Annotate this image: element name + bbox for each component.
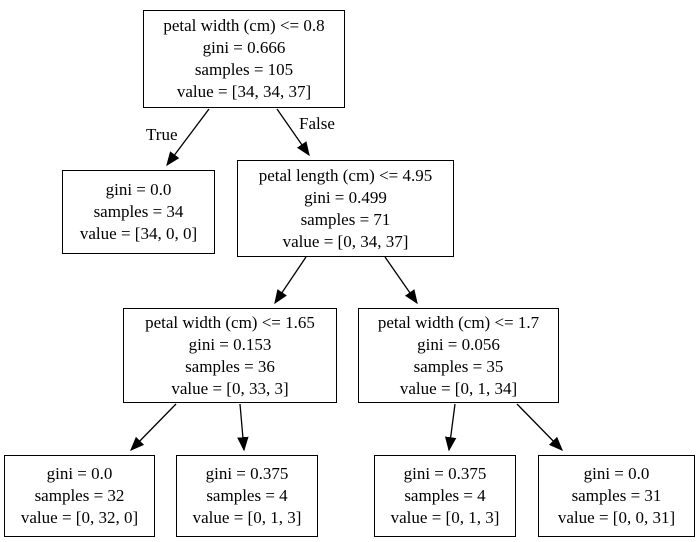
node-condition: petal width (cm) <= 0.8	[163, 16, 325, 35]
node-samples: samples = 34	[93, 202, 184, 221]
node-samples: samples = 4	[206, 486, 288, 505]
node-value: value = [0, 34, 37]	[282, 231, 409, 251]
tree-node-mid-right-split: petal width (cm) <= 1.7 gini = 0.056 sam…	[358, 308, 559, 403]
edge-right-split-to-mid-left	[274, 256, 307, 305]
node-condition: petal width (cm) <= 1.7	[377, 312, 540, 332]
node-gini: gini = 0.056	[417, 334, 500, 354]
node-value: value = [0, 1, 34]	[399, 378, 518, 398]
node-gini: gini = 0.0	[46, 464, 113, 483]
edge-root-to-right-split	[276, 108, 310, 157]
node-gini: gini = 0.499	[304, 187, 387, 207]
tree-node-leaf-0: gini = 0.0 samples = 32 value = [0, 32, …	[4, 455, 155, 537]
node-samples: samples = 105	[194, 60, 294, 79]
node-gini: gini = 0.153	[188, 334, 272, 354]
edge-mid-right-to-leaf-3	[516, 403, 563, 452]
node-condition: petal width (cm) <= 1.65	[145, 312, 315, 332]
node-samples: samples = 71	[300, 209, 391, 229]
tree-node-leaf-2: gini = 0.375 samples = 4 value = [0, 1, …	[374, 455, 516, 537]
edge-root-to-left-leaf	[166, 108, 210, 167]
tree-node-leaf-1: gini = 0.375 samples = 4 value = [0, 1, …	[176, 455, 318, 537]
node-gini: gini = 0.375	[205, 464, 289, 483]
tree-node-leaf-3: gini = 0.0 samples = 31 value = [0, 0, 3…	[538, 455, 695, 537]
node-samples: samples = 4	[404, 486, 486, 505]
edge-mid-left-to-leaf-0	[130, 403, 177, 452]
tree-node-right-split: petal length (cm) <= 4.95 gini = 0.499 s…	[237, 160, 454, 257]
node-samples: samples = 36	[185, 356, 275, 376]
edge-mid-right-to-leaf-2	[444, 403, 457, 452]
tree-node-mid-left-split: petal width (cm) <= 1.65 gini = 0.153 sa…	[123, 308, 337, 403]
edge-mid-left-to-leaf-1	[237, 403, 249, 452]
edge-right-split-to-mid-right	[384, 256, 418, 305]
node-samples: samples = 32	[34, 486, 125, 505]
node-value: value = [0, 1, 3]	[192, 508, 302, 527]
node-value: value = [34, 0, 0]	[79, 224, 198, 243]
node-value: value = [34, 34, 37]	[176, 82, 312, 101]
node-value: value = [0, 0, 31]	[557, 508, 676, 527]
tree-node-left-leaf: gini = 0.0 samples = 34 value = [34, 0, …	[62, 170, 215, 254]
node-gini: gini = 0.375	[403, 464, 487, 483]
node-samples: samples = 35	[413, 356, 504, 376]
node-gini: gini = 0.0	[583, 464, 650, 483]
node-gini: gini = 0.666	[202, 38, 286, 57]
true-edge-label: True	[146, 125, 178, 144]
node-value: value = [0, 33, 3]	[171, 378, 289, 398]
node-gini: gini = 0.0	[105, 180, 172, 199]
node-value: value = [0, 1, 3]	[390, 508, 500, 527]
node-condition: petal length (cm) <= 4.95	[258, 165, 433, 185]
node-samples: samples = 31	[571, 486, 662, 505]
tree-node-root: petal width (cm) <= 0.8 gini = 0.666 sam…	[143, 10, 345, 108]
false-edge-label: False	[299, 114, 335, 133]
node-value: value = [0, 32, 0]	[20, 508, 139, 527]
